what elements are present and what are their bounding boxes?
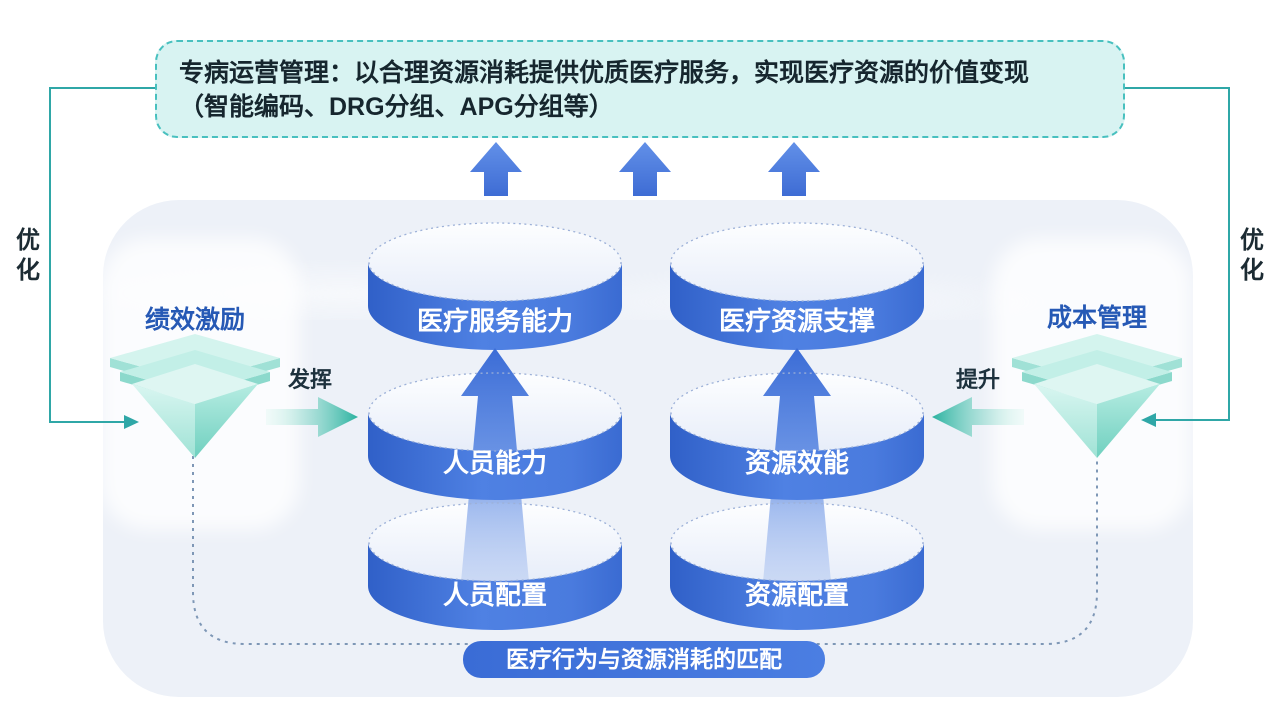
- up-arrow-icon: [470, 142, 522, 196]
- up-arrow-icon: [619, 142, 671, 196]
- cylinder-band: [670, 262, 924, 350]
- bottom-banner: 医疗行为与资源消耗的匹配: [463, 641, 825, 678]
- left-optimize-label: 优化: [16, 227, 40, 284]
- capability-level-1: 医疗服务能力: [417, 306, 573, 336]
- exert-arrow-label: 发挥: [287, 367, 332, 392]
- cost-title: 成本管理: [1046, 304, 1147, 332]
- resource-level-1: 医疗资源支撑: [719, 306, 875, 336]
- improve-arrow-icon: [932, 397, 1024, 437]
- incentive-pyramid: [110, 334, 280, 458]
- header-line2: （智能编码、DRG分组、APG分组等）: [179, 93, 614, 121]
- resource-level-2: 资源效能: [745, 448, 849, 478]
- capability-level-3: 人员配置: [443, 580, 547, 610]
- header-box: 专病运营管理：以合理资源消耗提供优质医疗服务，实现医疗资源的价值变现 （智能编码…: [155, 40, 1125, 138]
- incentive-title: 绩效激励: [144, 306, 245, 334]
- right-optimize-label: 优化: [1240, 227, 1264, 284]
- exert-arrow-icon: [266, 397, 358, 437]
- up-arrow-icon: [768, 142, 820, 196]
- cylinder-band: [368, 262, 622, 350]
- capability-stack: 医疗服务能力 人员能力 人员配置: [368, 222, 622, 630]
- cost-pyramid: [1012, 334, 1182, 458]
- improve-arrow-label: 提升: [955, 367, 1000, 392]
- header-line1: 专病运营管理：以合理资源消耗提供优质医疗服务，实现医疗资源的价值变现: [179, 59, 1030, 87]
- capability-level-2: 人员能力: [443, 448, 547, 478]
- resource-stack: 医疗资源支撑 资源效能 资源配置: [670, 222, 924, 630]
- resource-level-3: 资源配置: [745, 580, 849, 610]
